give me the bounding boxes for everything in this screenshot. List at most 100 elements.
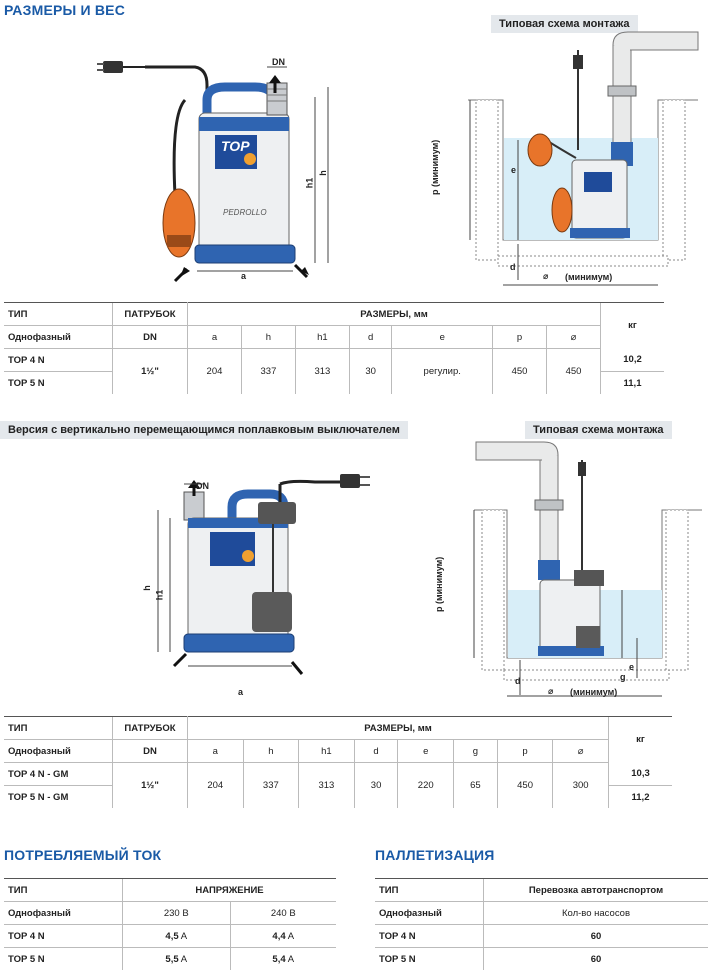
th-type: ТИП <box>4 878 123 902</box>
th-kg: кг <box>608 716 672 763</box>
diameter-icon: ⌀ <box>548 686 554 696</box>
col-a: a <box>187 739 244 763</box>
section-title-gm: Версия с вертикально перемещающимся попл… <box>0 421 408 439</box>
pallet-table: ТИП Перевозка автотранспортом Однофазный… <box>375 878 708 970</box>
th-type: ТИП <box>375 878 484 902</box>
cell-e: регулир. <box>391 348 494 394</box>
th-phase: Однофазный <box>4 901 123 925</box>
th-phase: Однофазный <box>4 739 113 763</box>
cell-dn: 1½" <box>112 762 188 808</box>
row-name: TOP 4 N - GM <box>4 762 113 786</box>
th-nozzle: ПАТРУБОК <box>112 716 188 740</box>
row-name: TOP 4 N <box>4 924 123 948</box>
row-name: TOP 4 N <box>4 348 113 372</box>
pump-drawing-1: TOP PEDROLLO <box>97 61 329 283</box>
col-e: e <box>391 325 494 349</box>
cell-current: 4,5 A <box>122 924 231 948</box>
cell-qty: 60 <box>483 924 708 948</box>
install-scheme-1 <box>468 31 699 286</box>
dim-dn-label: DN <box>272 57 285 67</box>
dim-h1-label: h1 <box>304 177 315 189</box>
cell-diameter: 450 <box>565 366 582 377</box>
dim-h-label: h <box>317 170 328 176</box>
cell-g: 65 <box>453 762 498 808</box>
dim-min-label: (минимум) <box>565 272 613 282</box>
col-h1: h1 <box>298 739 355 763</box>
cell-p: 450 <box>497 762 554 808</box>
dim-p-min-label: p (минимум) <box>430 139 440 195</box>
th-dims: РАЗМЕРЫ, мм <box>187 716 609 740</box>
col-diameter: ⌀ <box>546 325 601 349</box>
cell-h1: 313 <box>295 348 350 394</box>
cell-h: 337 <box>241 348 296 394</box>
col-p: p <box>497 739 554 763</box>
th-phase: Однофазный <box>4 325 113 349</box>
th-dn: DN <box>112 739 188 763</box>
cell-d: 30 <box>354 762 399 808</box>
th-nozzle: ПАТРУБОК <box>112 302 188 326</box>
col-h: h <box>241 325 296 349</box>
th-type: ТИП <box>4 716 113 740</box>
cell-e: 220 <box>397 762 455 808</box>
cell-current: 4,4 A <box>230 924 336 948</box>
col-d: d <box>349 325 393 349</box>
cell-a: 204 <box>187 348 242 394</box>
dim-dn-label: DN <box>196 481 209 491</box>
col-230v: 230 В <box>122 901 231 925</box>
current-table: ТИП НАПРЯЖЕНИЕ Однофазный 230 В 240 В TO… <box>4 878 336 970</box>
dim-h1-label: h1 <box>154 589 165 601</box>
th-qty: Кол-во насосов <box>483 901 708 925</box>
th-kg: кг <box>600 302 664 349</box>
dim-e-label: e <box>511 165 517 175</box>
dim-a-label: a <box>238 687 244 697</box>
power-plug-icon <box>97 61 209 97</box>
section-title-dimensions: РАЗМЕРЫ И ВЕС <box>4 2 126 18</box>
power-plug-icon <box>340 474 360 488</box>
cell-kg: 11,1 <box>600 371 664 394</box>
col-e: e <box>397 739 455 763</box>
dim-min-label: (минимум) <box>570 687 618 697</box>
scheme-title-1: Типовая схема монтажа <box>491 15 638 33</box>
cell-a: 204 <box>187 762 244 808</box>
th-phase: Однофазный <box>375 901 484 925</box>
dim-a-label: a <box>241 271 247 281</box>
cell-kg: 11,2 <box>608 785 672 808</box>
cell-current: 5,4 A <box>272 953 295 965</box>
row-name: TOP 5 N <box>379 953 416 965</box>
cell-current: 5,5 A <box>122 947 231 970</box>
cell-h1: 313 <box>298 762 355 808</box>
dim-e-label: e <box>629 662 635 672</box>
dim-g-label: g <box>620 672 626 682</box>
col-h1: h1 <box>295 325 350 349</box>
th-dims: РАЗМЕРЫ, мм <box>187 302 601 326</box>
spec-table-2: ТИП ПАТРУБОК РАЗМЕРЫ, мм кг Однофазный D… <box>4 716 672 808</box>
cell-h: 337 <box>243 762 300 808</box>
row-name: TOP 5 N <box>8 377 45 389</box>
th-type: ТИП <box>4 302 113 326</box>
install-scheme-2 <box>473 441 702 697</box>
diameter-icon: ⌀ <box>543 271 549 281</box>
cell-kg: 10,2 <box>600 348 664 372</box>
pedrollo-brand: PEDROLLO <box>223 208 267 217</box>
cell-p: 450 <box>492 348 548 394</box>
dim-p-min-label: p (минимум) <box>434 556 444 612</box>
cell-diameter: 300 <box>572 780 589 791</box>
top-logo: TOP <box>221 138 250 154</box>
cell-d: 30 <box>349 348 393 394</box>
row-name: TOP 5 N - GM <box>8 791 69 803</box>
col-g: g <box>453 739 498 763</box>
section-title-current: ПОТРЕБЛЯЕМЫЙ ТОК <box>4 847 162 863</box>
cell-kg: 10,3 <box>608 762 672 786</box>
th-transport: Перевозка автотранспортом <box>483 878 708 902</box>
col-diameter: ⌀ <box>552 739 609 763</box>
float-switch-icon <box>162 98 196 258</box>
th-dn: DN <box>112 325 188 349</box>
dim-d-label: d <box>510 262 516 272</box>
row-name: TOP 5 N <box>8 953 45 965</box>
col-p: p <box>492 325 548 349</box>
cell-dn: 1½" <box>112 348 188 394</box>
section-title-pallet: ПАЛЛЕТИЗАЦИЯ <box>375 847 495 863</box>
dim-d-label: d <box>515 676 521 686</box>
col-a: a <box>187 325 242 349</box>
row-name: TOP 4 N <box>375 924 484 948</box>
